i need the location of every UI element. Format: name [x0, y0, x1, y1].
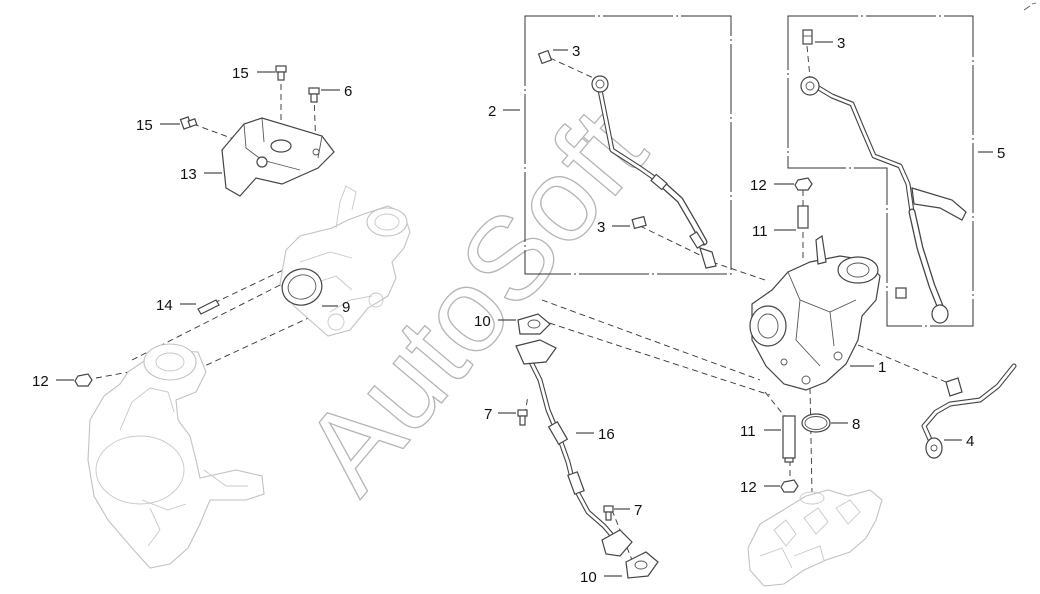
callout-3-top: 3	[572, 43, 580, 60]
callout-7-right: 7	[634, 502, 642, 519]
banjo-bolt-3-right	[802, 29, 813, 45]
oil-return-pipe	[800, 76, 967, 324]
gasket-10-lower	[625, 551, 659, 579]
callout-12-left: 12	[32, 373, 49, 390]
callout-5: 5	[997, 145, 1005, 162]
callout-15-side: 15	[136, 117, 153, 134]
exhaust-manifold-ghost	[747, 489, 883, 587]
catalytic-converter-ghost	[87, 343, 265, 569]
bolt-15-top	[275, 65, 287, 81]
drain-pipe-16	[515, 339, 633, 557]
oil-feed-group-frame	[524, 15, 732, 275]
gasket-10-upper	[517, 313, 551, 335]
callout-4: 4	[966, 433, 974, 450]
callout-12-upper: 12	[750, 177, 767, 194]
callout-10-lower: 10	[580, 569, 597, 586]
stud-11-lower	[782, 415, 796, 463]
callout-16: 16	[598, 426, 615, 443]
turbocharger	[749, 234, 881, 391]
bolt-15-side	[179, 116, 198, 130]
callout-10-upper: 10	[474, 313, 491, 330]
stud-11-upper	[797, 205, 809, 229]
callout-9: 9	[342, 299, 350, 316]
bolt-7-left	[517, 409, 528, 426]
callout-11-upper: 11	[752, 223, 768, 240]
nut-12-lower	[780, 479, 799, 493]
nut-12-upper	[794, 177, 813, 191]
callout-1: 1	[878, 359, 886, 376]
callout-15-top: 15	[232, 65, 249, 82]
callout-7-left: 7	[484, 406, 492, 423]
callout-6: 6	[344, 83, 352, 100]
banjo-bolt-3-mid	[631, 215, 647, 230]
oil-return-group-frame	[787, 15, 974, 327]
oil-feed-pipe	[591, 75, 717, 269]
stud-14	[197, 299, 220, 315]
corner-mark	[1023, 2, 1037, 11]
bolt-return-pipe	[895, 287, 907, 299]
callout-13: 13	[180, 166, 197, 183]
callout-12-lower: 12	[740, 479, 757, 496]
bolt-7-right	[603, 505, 614, 521]
nut-12-left	[74, 373, 93, 387]
callout-3-right: 3	[837, 35, 845, 52]
bolt-6	[308, 87, 320, 103]
callout-14: 14	[156, 297, 173, 314]
callout-2: 2	[488, 103, 496, 120]
heat-shield	[221, 117, 335, 197]
banjo-bolt-3-top	[537, 49, 553, 65]
gasket-9	[281, 268, 323, 306]
callout-11-lower: 11	[740, 423, 756, 440]
callout-3-mid: 3	[597, 219, 605, 236]
callout-8: 8	[852, 416, 860, 433]
gasket-8	[801, 413, 831, 433]
callouts: 15 6 15 13 14 9 12 3 2 3 3 5 12 11 10 1 …	[32, 35, 1005, 586]
leader-lines	[56, 41, 993, 577]
turbocharger-ghost	[279, 185, 411, 337]
coolant-pipe-4	[921, 363, 1017, 459]
